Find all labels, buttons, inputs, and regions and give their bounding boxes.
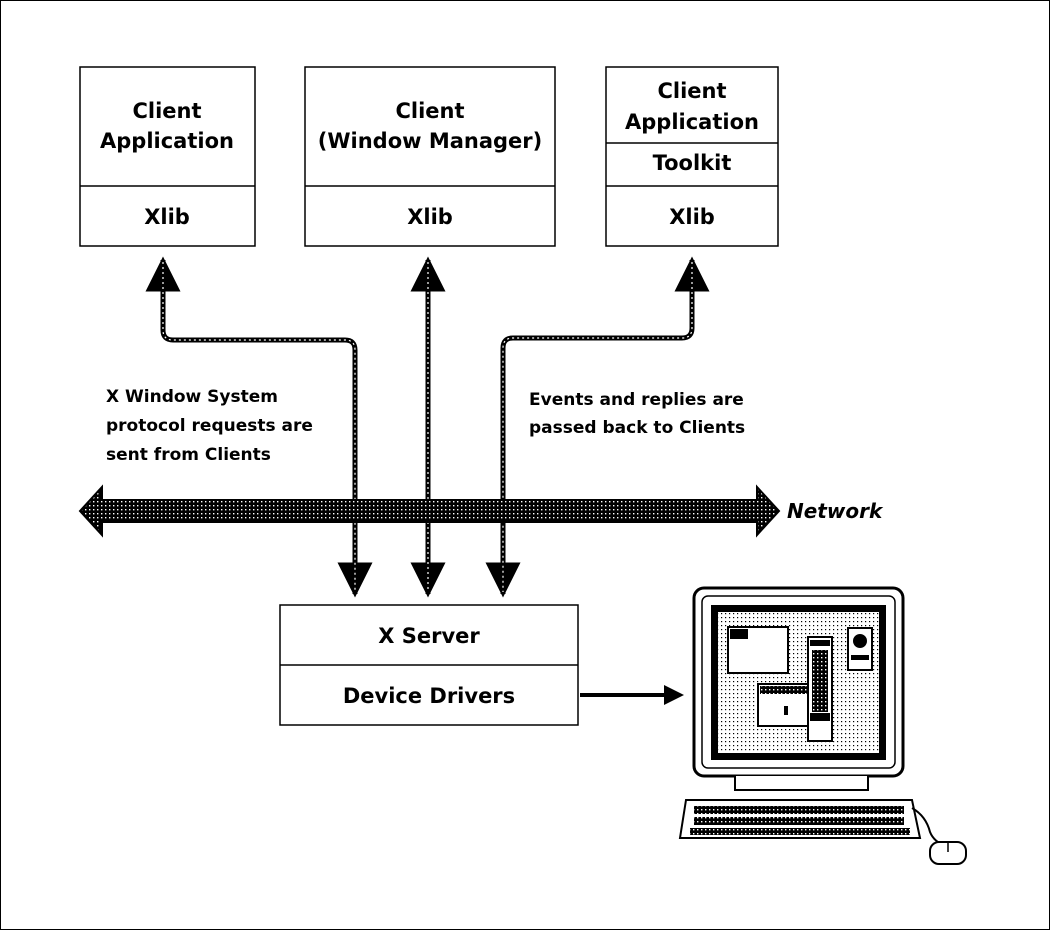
client-2-title-line-2: (Window Manager) xyxy=(318,129,543,153)
requests-label-line-3: sent from Clients xyxy=(106,445,271,465)
x-server-label: X Server xyxy=(378,624,480,648)
x-server-box: X Server Device Drivers xyxy=(279,604,579,726)
network-label: Network xyxy=(787,499,884,523)
monitor-base xyxy=(734,776,869,791)
connector-arrows xyxy=(145,256,710,598)
client-box-3: Client Application Toolkit Xlib xyxy=(605,66,779,247)
screen-window-1 xyxy=(727,626,789,674)
connector-client-3 xyxy=(485,256,710,598)
mouse xyxy=(911,807,967,865)
monitor xyxy=(692,586,905,778)
requests-label-line-2: protocol requests are xyxy=(106,416,313,436)
client-box-1: Client Application Xlib xyxy=(79,66,256,247)
device-drivers-label: Device Drivers xyxy=(343,684,515,708)
network-bus: Network xyxy=(78,484,884,538)
requests-label: X Window System protocol requests are se… xyxy=(106,387,313,465)
client-3-title-line-2: Application xyxy=(625,110,759,134)
screen-clock xyxy=(847,627,873,671)
events-label-line-2: passed back to Clients xyxy=(529,418,745,438)
events-label-line-1: Events and replies are xyxy=(529,390,744,410)
client-3-toolkit-label: Toolkit xyxy=(653,151,732,175)
client-2-xlib-label: Xlib xyxy=(407,205,453,229)
keyboard xyxy=(678,799,922,839)
client-1-title-line-1: Client xyxy=(132,99,201,123)
client-box-2: Client (Window Manager) Xlib xyxy=(304,66,556,247)
drivers-to-workstation-arrow xyxy=(580,685,684,705)
connector-client-1 xyxy=(145,256,373,598)
client-1-title-line-2: Application xyxy=(100,129,234,153)
client-1-xlib-label: Xlib xyxy=(144,205,190,229)
requests-label-line-1: X Window System xyxy=(106,387,278,407)
screen-window-2 xyxy=(757,683,811,727)
client-2-title-line-1: Client xyxy=(395,99,464,123)
screen-window-3 xyxy=(807,636,833,742)
events-label: Events and replies are passed back to Cl… xyxy=(529,390,745,438)
client-3-title-line-1: Client xyxy=(657,79,726,103)
client-3-xlib-label: Xlib xyxy=(669,205,715,229)
workstation-illustration xyxy=(678,586,967,865)
